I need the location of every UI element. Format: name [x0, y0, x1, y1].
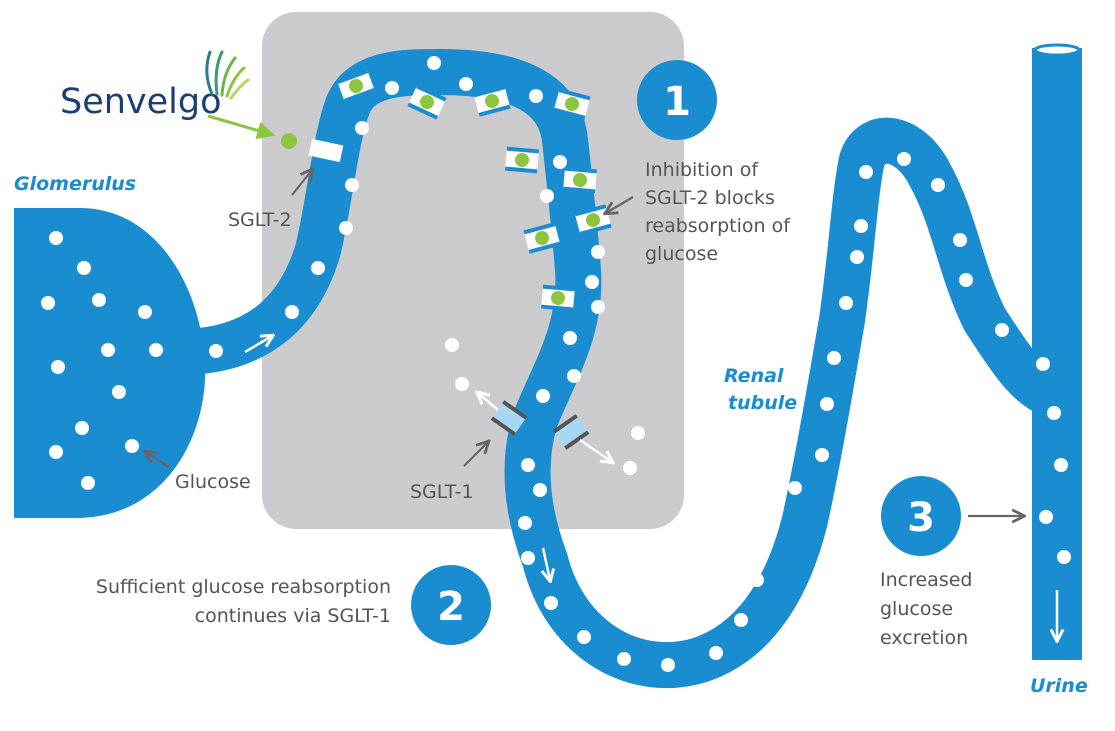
- step-text-line: Inhibition of: [645, 159, 759, 181]
- step-badge: [637, 60, 717, 140]
- step-number: 2: [437, 584, 465, 630]
- brand-name: Senvelgo: [60, 82, 222, 122]
- brand-logo: Senvelgo: [60, 50, 250, 122]
- step-number: 1: [663, 79, 691, 125]
- glomerulus-glucose: [41, 231, 163, 490]
- inhibitor-molecule: [281, 133, 297, 149]
- reabsorbed-glucose: [445, 338, 645, 475]
- step-text-line: reabsorption of: [645, 215, 791, 237]
- duct-glucose: [1036, 357, 1071, 564]
- arrow-icon: [146, 452, 171, 469]
- step-badge: [411, 565, 491, 645]
- tubule-glucose: [209, 56, 1009, 672]
- glucose-label: Glucose: [175, 471, 251, 493]
- inhibitor-arrow: [207, 114, 276, 140]
- step-badge: [881, 476, 961, 556]
- pointer-arrows: [146, 170, 1023, 516]
- arrow-icon: [478, 393, 499, 411]
- sglt2-channel: [308, 138, 344, 163]
- urine-label: Urine: [1030, 675, 1088, 697]
- sglt2-label: SGLT-2: [228, 209, 292, 231]
- step-number: 3: [907, 495, 935, 541]
- leaf-logo-icon: [205, 50, 250, 100]
- step-text-line: Increased: [880, 569, 972, 591]
- step-text-line: glucose: [880, 598, 953, 620]
- step-text-line: excretion: [880, 627, 968, 649]
- collecting-duct: [1032, 48, 1082, 660]
- sglt1-channels: [490, 400, 590, 450]
- step-text-line: glucose: [645, 243, 718, 265]
- glomerulus-shape: [14, 208, 206, 518]
- step-text-line: SGLT-2 blocks: [645, 187, 775, 209]
- inhibited-sglt2-channels: [336, 69, 612, 312]
- duct-opening: [1033, 43, 1081, 57]
- arrow-icon: [463, 442, 488, 467]
- arrow-icon: [291, 170, 312, 196]
- step-1: 1 Inhibition of SGLT-2 blocks reabsorpti…: [637, 60, 791, 265]
- step-2: 2 Sufficient glucose reabsorption contin…: [96, 565, 491, 645]
- sglt1-label: SGLT-1: [410, 481, 474, 503]
- arrow-icon: [579, 438, 612, 462]
- step-text-line: Sufficient glucose reabsorption: [96, 576, 391, 598]
- glomerulus-label: Glomerulus: [14, 173, 136, 195]
- arrow-icon: [244, 336, 272, 354]
- arrow-icon: [543, 547, 550, 580]
- renal-tubule-label-1: Renal: [724, 365, 784, 387]
- flow-arrows: [244, 336, 1057, 640]
- step-3: 3 Increased glucose excretion: [880, 476, 972, 649]
- step-text-line: continues via SGLT-1: [195, 605, 391, 627]
- arrow-icon: [606, 196, 634, 213]
- renal-tubule-label-2: tubule: [728, 392, 797, 414]
